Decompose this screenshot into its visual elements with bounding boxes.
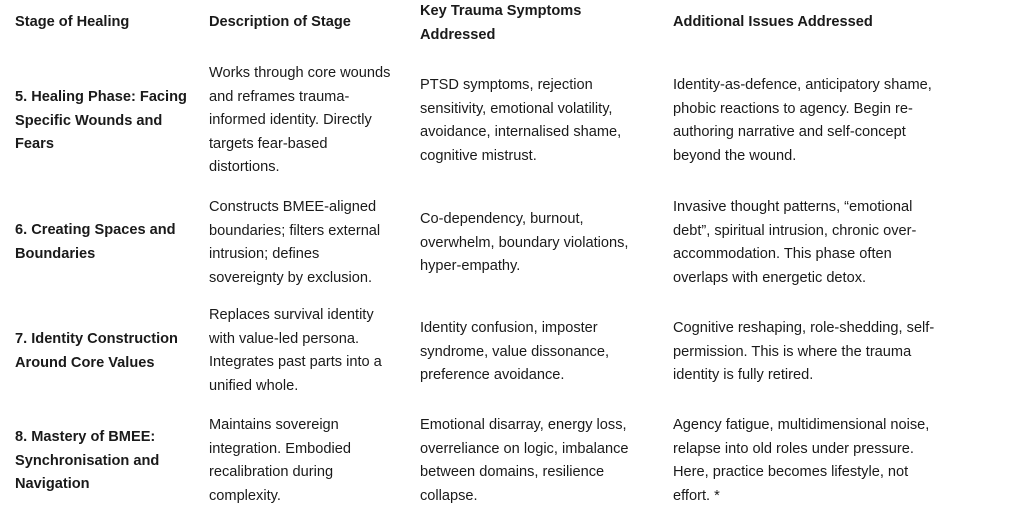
row-5-description: Works through core wounds and reframes t…: [209, 65, 391, 176]
row-8-stage: 8. Mastery of BMEE: Synchronisation and …: [15, 429, 160, 493]
row-8-additional: Agency fatigue, multidimensional noise, …: [673, 417, 930, 504]
row-6-symptoms: Co-dependency, burnout, overwhelm, bound…: [420, 211, 629, 275]
row-7-stage: 7. Identity Construction Around Core Val…: [15, 331, 178, 371]
header-additional-issues: Additional Issues Addressed: [673, 14, 873, 30]
row-6-additional: Invasive thought patterns, “emotional de…: [673, 199, 917, 286]
header-key-trauma-symptoms: Key Trauma Symptoms Addressed: [420, 3, 582, 43]
row-7-symptoms: Identity confusion, imposter syndrome, v…: [420, 320, 610, 384]
row-5-additional: Identity-as-defence, anticipatory shame,…: [673, 77, 932, 164]
row-6-stage: 6. Creating Spaces and Boundaries: [15, 222, 176, 262]
header-description-of-stage: Description of Stage: [209, 14, 351, 30]
row-6-description: Constructs BMEE-aligned boundaries; filt…: [209, 199, 381, 286]
header-stage-of-healing: Stage of Healing: [15, 14, 130, 30]
row-5-symptoms: PTSD symptoms, rejection sensitivity, em…: [420, 77, 622, 164]
row-8-description: Maintains sovereign integration. Embodie…: [209, 417, 351, 504]
row-7-additional: Cognitive reshaping, role-shedding, self…: [673, 320, 935, 384]
row-5-stage: 5. Healing Phase: Facing Specific Wounds…: [15, 89, 187, 153]
row-7-description: Replaces survival identity with value-le…: [209, 307, 382, 394]
row-8-symptoms: Emotional disarray, energy loss, overrel…: [420, 417, 629, 504]
